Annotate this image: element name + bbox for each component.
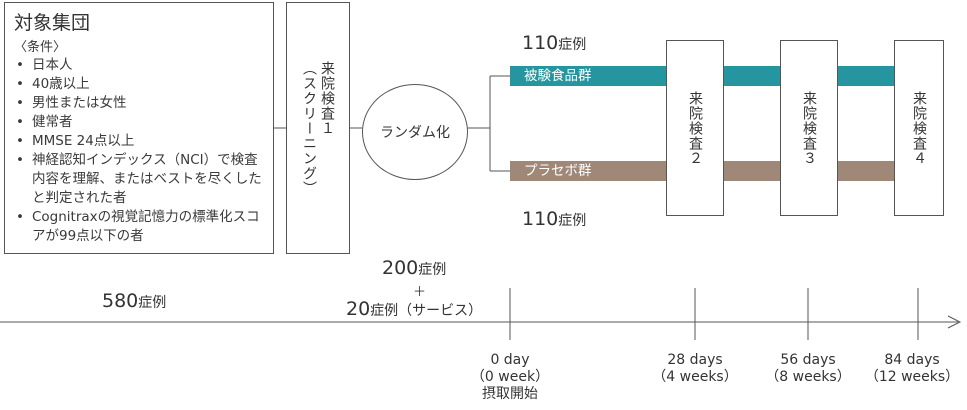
placebo-count-number: 110	[522, 208, 559, 230]
enrolled-count: 200症例	[382, 257, 446, 279]
test-group-count: 110症例	[522, 32, 586, 54]
tick-day-text: 84 days	[884, 352, 940, 368]
test-count-unit: 症例	[558, 37, 587, 53]
tick-note-text: 摂取開始	[482, 386, 538, 402]
visit4-label: 来院検査４	[911, 90, 927, 166]
tick-label-day28: 28 days （4 weeks）	[640, 352, 750, 386]
randomization-label: ランダム化	[380, 125, 450, 141]
service-count: 20症例（サービス）	[346, 298, 482, 320]
service-count-number: 20	[346, 298, 371, 320]
criterion-item: 日本人	[14, 56, 269, 75]
criterion-item: Cognitraxの視覚記憶力の標準化スコアが99点以下の者	[14, 208, 269, 246]
tick-day-text: 28 days	[667, 352, 723, 368]
criterion-item: 健常者	[14, 113, 269, 132]
tick-label-day56: 56 days （8 weeks）	[753, 352, 863, 386]
criterion-item: MMSE 24点以上	[14, 132, 269, 151]
tick-label-day84: 84 days （12 weeks）	[857, 352, 967, 386]
tick-week-text: （12 weeks）	[864, 369, 960, 385]
enrolled-count-number: 200	[382, 257, 419, 279]
visit1-screening-box: 来院検査１ （スクリーニング）	[286, 2, 350, 254]
visit3-box: 来院検査３	[780, 40, 838, 216]
visit2-box: 来院検査２	[666, 40, 724, 216]
timeline-arrowhead	[947, 315, 962, 329]
randomization-node: ランダム化	[362, 84, 468, 180]
visit4-box: 来院検査４	[894, 40, 944, 216]
criterion-item: 40歳以上	[14, 75, 269, 94]
screening-count: 580症例	[102, 290, 166, 312]
service-count-unit: 症例（サービス）	[370, 303, 483, 319]
tick-day-text: 56 days	[780, 352, 836, 368]
criterion-item: 男性または女性	[14, 94, 269, 113]
criteria-heading: 〈条件〉	[14, 40, 67, 55]
enrolled-count-unit: 症例	[418, 262, 447, 278]
screening-count-number: 580	[102, 290, 139, 312]
tick-week-text: （0 week）	[470, 369, 550, 385]
tick-week-text: （8 weeks）	[765, 369, 851, 385]
plus-sign: ＋	[413, 285, 427, 300]
target-title: 対象集団	[14, 12, 91, 34]
criterion-item: 神経認知インデックス（NCI）で検査内容を理解、またはベストを尽くしたと判定され…	[14, 151, 269, 208]
criteria-list: 日本人 40歳以上 男性または女性 健常者 MMSE 24点以上 神経認知インデ…	[14, 56, 269, 246]
screening-count-unit: 症例	[138, 295, 167, 311]
visit2-label: 来院検査２	[687, 90, 703, 166]
visit1-label: 来院検査１ （スクリーニング）	[301, 60, 335, 196]
tick-label-day0: 0 day （0 week） 摂取開始	[460, 352, 560, 403]
tick-day-text: 0 day	[490, 352, 530, 368]
visit3-label: 来院検査３	[801, 90, 817, 166]
placebo-count-unit: 症例	[558, 213, 587, 229]
placebo-group-count: 110症例	[522, 208, 586, 230]
test-count-number: 110	[522, 32, 559, 54]
tick-week-text: （4 weeks）	[652, 369, 738, 385]
